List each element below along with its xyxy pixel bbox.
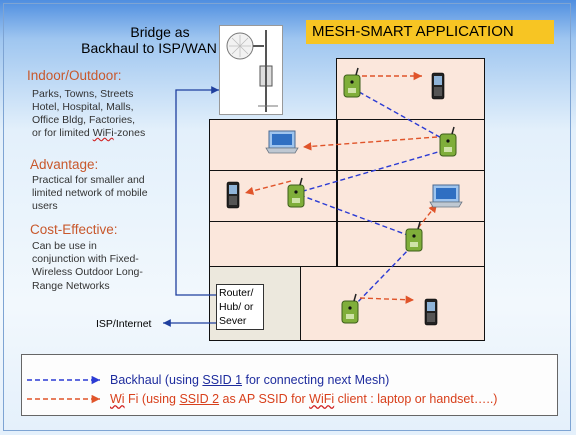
legend-wifi-e: client : laptop or handset…..) [334, 392, 498, 406]
legend-box [21, 354, 558, 416]
building-wall-4 [336, 222, 338, 266]
legend-backhaul-text: Backhaul (using SSID 1 for connecting ne… [110, 373, 389, 387]
router-line-3: Sever [219, 315, 247, 327]
wifi-link-5 [359, 295, 415, 304]
legend-wifi-b: Fi (using [124, 392, 180, 406]
backhaul-link-4 [351, 245, 413, 309]
advantage-heading: Advantage: [30, 157, 99, 172]
building-floor-2 [209, 119, 485, 171]
slide-frame [3, 3, 571, 431]
cost-heading: Cost-Effective: [30, 222, 118, 237]
legend-backhaul-b: for connecting next Mesh) [242, 373, 390, 387]
wifi-link-4 [417, 203, 438, 229]
router-line-2: Hub/ or [219, 301, 254, 313]
indoor-line-4c: -zones [113, 127, 146, 139]
legend-backhaul-a: Backhaul (using [110, 373, 203, 387]
indoor-line-1: Parks, Towns, Streets [32, 88, 134, 100]
router-line-1: Router/ [219, 287, 254, 299]
antenna-icon [219, 25, 283, 115]
cost-body: Can be use in conjunction with Fixed- Wi… [32, 240, 143, 292]
legend-backhaul-ssid: SSID 1 [202, 373, 243, 387]
bridge-label-line2: Backhaul to ISP/WAN [81, 40, 217, 56]
indoor-line-3: Office Bldg, Factories, [32, 114, 136, 126]
uplink-line [175, 86, 219, 296]
slide-title: MESH-SMART APPLICATION [306, 20, 554, 44]
indoor-line-4a: or for limited [32, 127, 93, 139]
building-wall-3 [336, 171, 338, 221]
advantage-body: Practical for smaller and limited networ… [32, 174, 148, 213]
bridge-label-line1: Bridge as [130, 24, 190, 40]
isp-internet-label: ISP/Internet [96, 318, 152, 330]
legend-wifi-text: Wi Fi (using SSID 2 as AP SSID for WiFi … [110, 392, 497, 406]
indoor-line-4: or for limited WiFi-zones [32, 127, 145, 140]
backhaul-link-3 [299, 194, 411, 237]
indoor-heading: Indoor/Outdoor: [27, 68, 122, 83]
building-floor-top [336, 58, 485, 120]
legend-wifi-d: WiFi [309, 392, 335, 406]
building-ground-right [300, 266, 485, 341]
legend-wifi-a: Wi [110, 392, 125, 406]
router-box: Router/ Hub/ or Sever [216, 284, 264, 330]
wifi-link-2 [302, 136, 438, 151]
legend-wifi-ssid: SSID 2 [179, 392, 220, 406]
indoor-line-4b: WiFi [92, 127, 114, 139]
backhaul-link-1 [351, 87, 446, 141]
legend-wifi-c: as AP SSID for [219, 392, 310, 406]
backhaul-link-2 [299, 149, 446, 193]
indoor-line-2: Hotel, Hospital, Malls, [32, 101, 134, 113]
